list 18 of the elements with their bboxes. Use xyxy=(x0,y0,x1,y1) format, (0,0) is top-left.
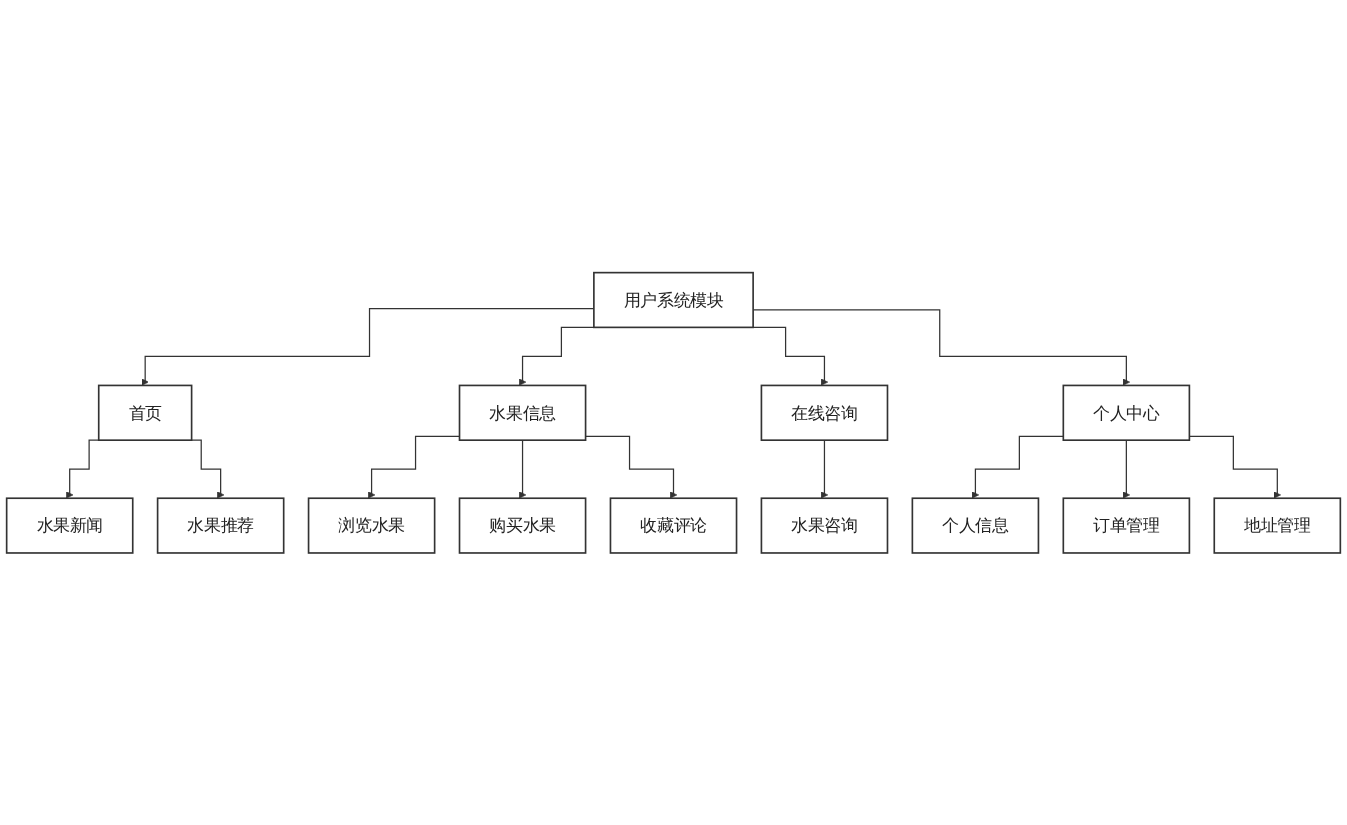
node-box: 浏览水果 xyxy=(307,497,436,554)
node-box: 水果推荐 xyxy=(156,497,285,554)
node-box: 水果信息 xyxy=(458,384,587,441)
node-box: 地址管理 xyxy=(1213,497,1342,554)
arrow xyxy=(518,439,527,499)
node-box: 个人中心 xyxy=(1062,384,1191,441)
arrow xyxy=(1122,439,1130,499)
node-box: 水果新闻 xyxy=(5,497,134,554)
arrow xyxy=(820,439,829,499)
node-box: 个人信息 xyxy=(911,497,1040,554)
node-box: 购买水果 xyxy=(458,497,587,554)
node-box: 水果咨询 xyxy=(760,497,889,554)
arrow xyxy=(971,435,1064,499)
node-box: 首页 xyxy=(97,384,193,441)
node-box: 收藏评论 xyxy=(609,497,738,554)
node-box: 订单管理 xyxy=(1062,497,1191,554)
node-box: 用户系统模块 xyxy=(593,271,754,328)
node-box: 在线咨询 xyxy=(760,384,889,441)
